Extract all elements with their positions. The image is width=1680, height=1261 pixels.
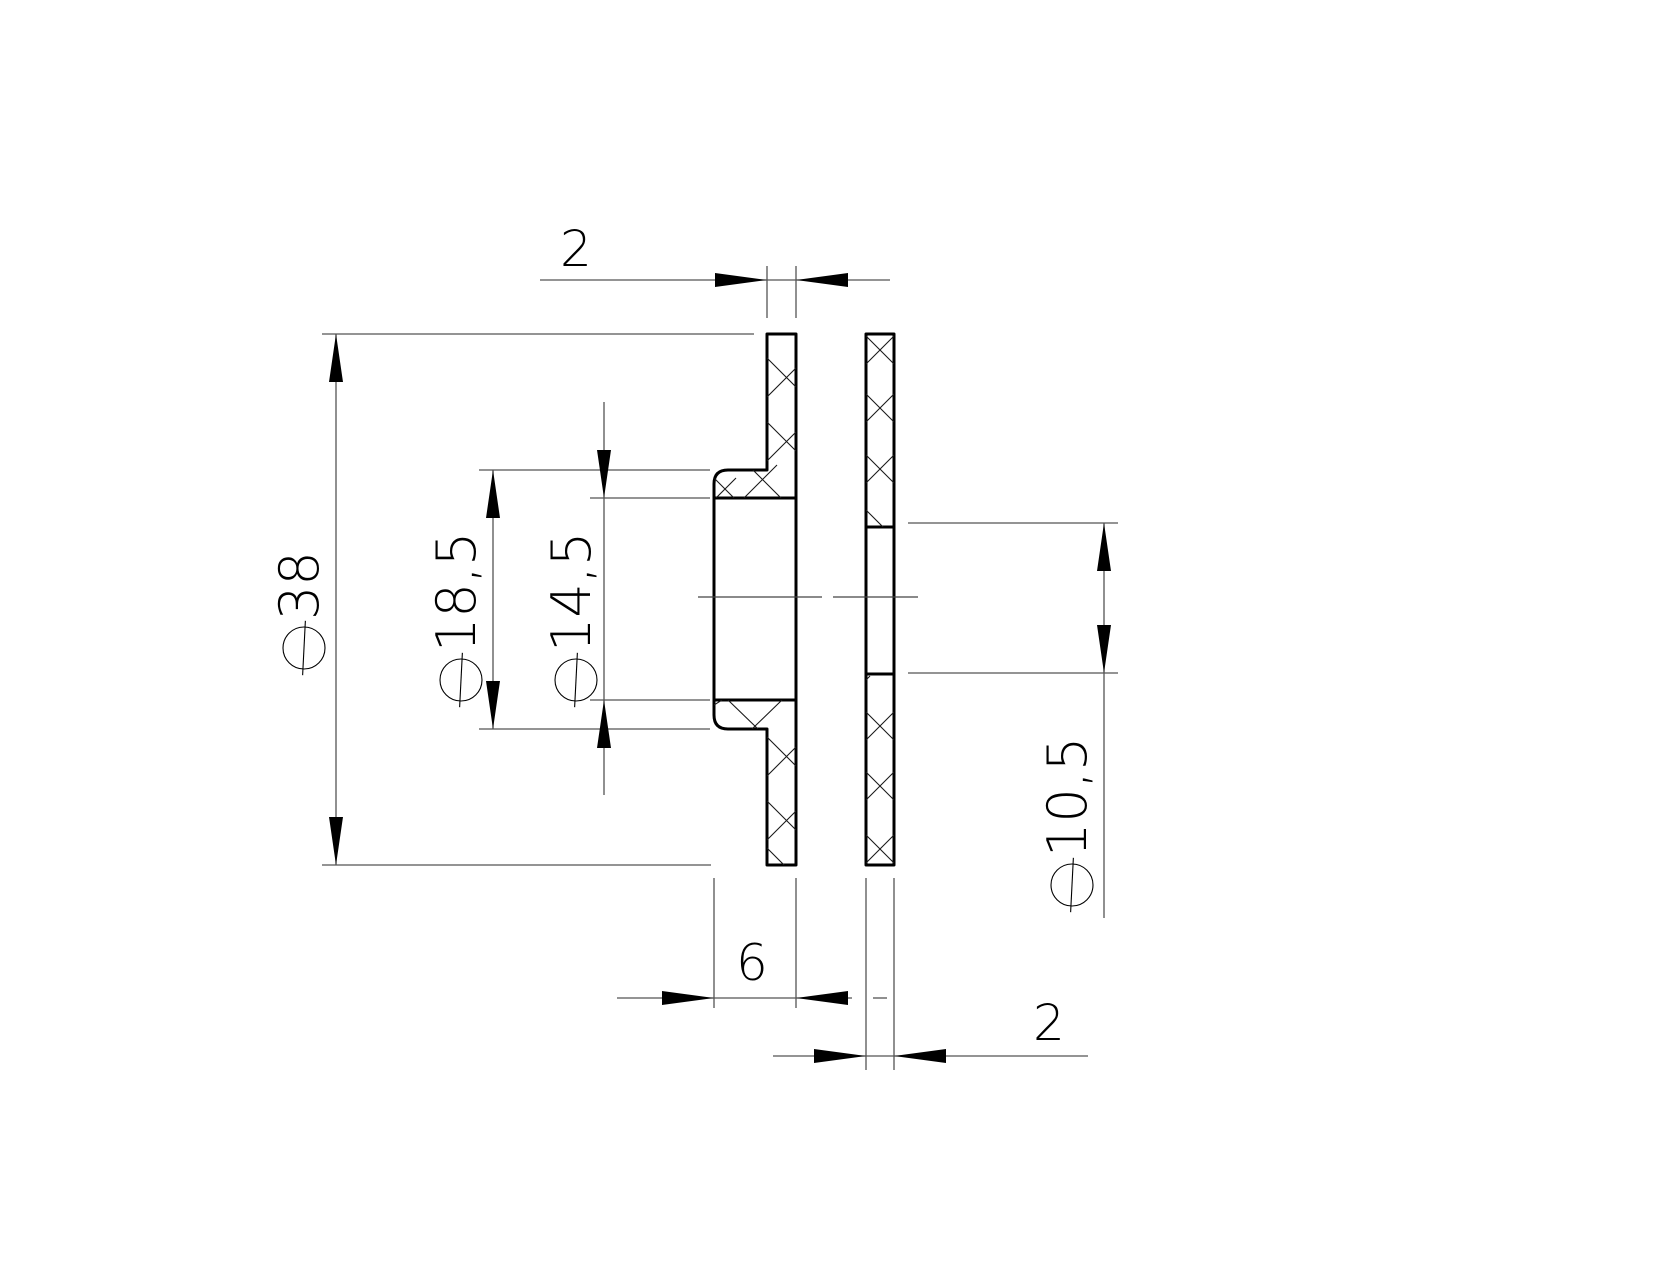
- dim-flange-diameter: 38: [268, 333, 754, 866]
- washer-upper-section: [864, 332, 896, 529]
- dim-text-flange-diameter: 38: [268, 551, 331, 620]
- dim-washer-thickness: 2: [773, 878, 1088, 1070]
- dim-text-overall-length: 6: [736, 934, 768, 992]
- diameter-symbol-icon: [439, 652, 483, 708]
- dim-text-bore-diameter: 14,5: [540, 532, 603, 652]
- washer-lower-hatch: [866, 675, 894, 864]
- dim-flange-thickness: 2: [540, 220, 890, 318]
- bushing-upper-hatch: [714, 357, 796, 498]
- dim-text-hub-diameter: 18,5: [425, 532, 488, 652]
- bushing-upper-section: [712, 332, 798, 500]
- diameter-symbol-icon: [554, 652, 598, 708]
- dim-hub-diameter: 18,5: [425, 469, 710, 730]
- diameter-symbol-icon: [1050, 857, 1094, 913]
- bushing-lower-section: [712, 698, 798, 867]
- dim-bore-diameter: 14,5: [540, 402, 710, 795]
- washer-upper-hatch: [866, 335, 894, 527]
- dim-text-flange-thickness: 2: [560, 220, 592, 278]
- bushing-lower-hatch: [714, 700, 796, 865]
- diameter-symbol-icon: [282, 620, 326, 676]
- flanged-bushing-section: [712, 332, 798, 867]
- dim-text-washer-bore: 10,5: [1036, 737, 1099, 857]
- dim-text-washer-thickness: 2: [1033, 994, 1065, 1052]
- dim-washer-bore: 10,5: [908, 522, 1118, 918]
- washer-lower-section: [864, 672, 896, 867]
- dim-overall-length: 6: [617, 878, 852, 1008]
- washer-section: [864, 332, 896, 867]
